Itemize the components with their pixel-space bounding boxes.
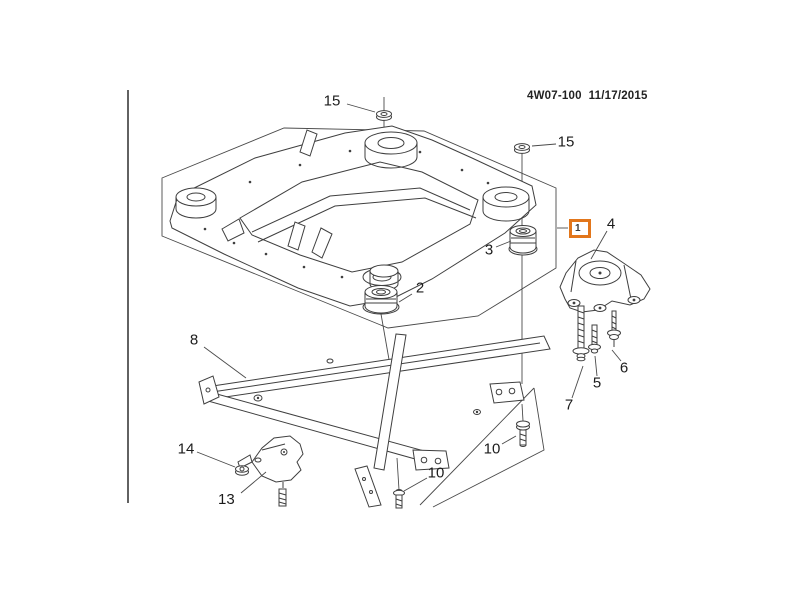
diagram-date: 11/17/2015 (588, 90, 648, 102)
bolt-10-right-drawing (516, 420, 530, 447)
callout-15-top: 15 (323, 92, 341, 110)
callout-8: 8 (189, 331, 199, 349)
callout-13-label: 13 (218, 492, 235, 504)
highlighted-callout-1[interactable]: 1 (569, 219, 591, 238)
callout-13-clipped: 13 (218, 492, 242, 504)
callout-4: 4 (606, 215, 616, 233)
tower-top (364, 131, 418, 169)
subframe-drawing (169, 125, 537, 307)
bushing-2-drawing (362, 264, 400, 315)
nut-15-right-drawing (514, 143, 530, 154)
bushing-3-drawing (508, 225, 538, 256)
bracket-13-drawing (237, 435, 304, 488)
callout-3: 3 (484, 241, 494, 259)
bolt-5-drawing (588, 324, 601, 354)
callout-10-right: 10 (483, 440, 501, 458)
callout-7: 7 (564, 396, 574, 414)
screw-13-drawing (278, 488, 287, 507)
tower-left (175, 187, 217, 219)
frame-holes (203, 149, 490, 279)
tower-right (482, 186, 530, 222)
nut-15-top-drawing (376, 110, 392, 121)
callout-6: 6 (619, 359, 629, 377)
callout-2: 2 (415, 279, 425, 297)
callout-5: 5 (592, 374, 602, 392)
diagram-header: 4W07-100 11/17/2015 (527, 90, 655, 103)
callout-14: 14 (177, 440, 195, 458)
mount-4-drawing (559, 249, 651, 313)
support-plate-drawing (354, 465, 382, 508)
brace-8-drawing (198, 333, 551, 471)
callout-10-left: 10 (427, 464, 445, 482)
bolt-10-left-drawing (393, 489, 405, 509)
diagram-code: 4W07-100 (527, 90, 582, 102)
callout-15-right: 15 (557, 133, 575, 151)
stud-6-drawing (607, 310, 621, 347)
zone-outline-lines (161, 127, 557, 508)
nut-14-drawing (235, 465, 249, 476)
leader-lines (196, 103, 622, 494)
bolt-7-drawing (572, 305, 590, 362)
